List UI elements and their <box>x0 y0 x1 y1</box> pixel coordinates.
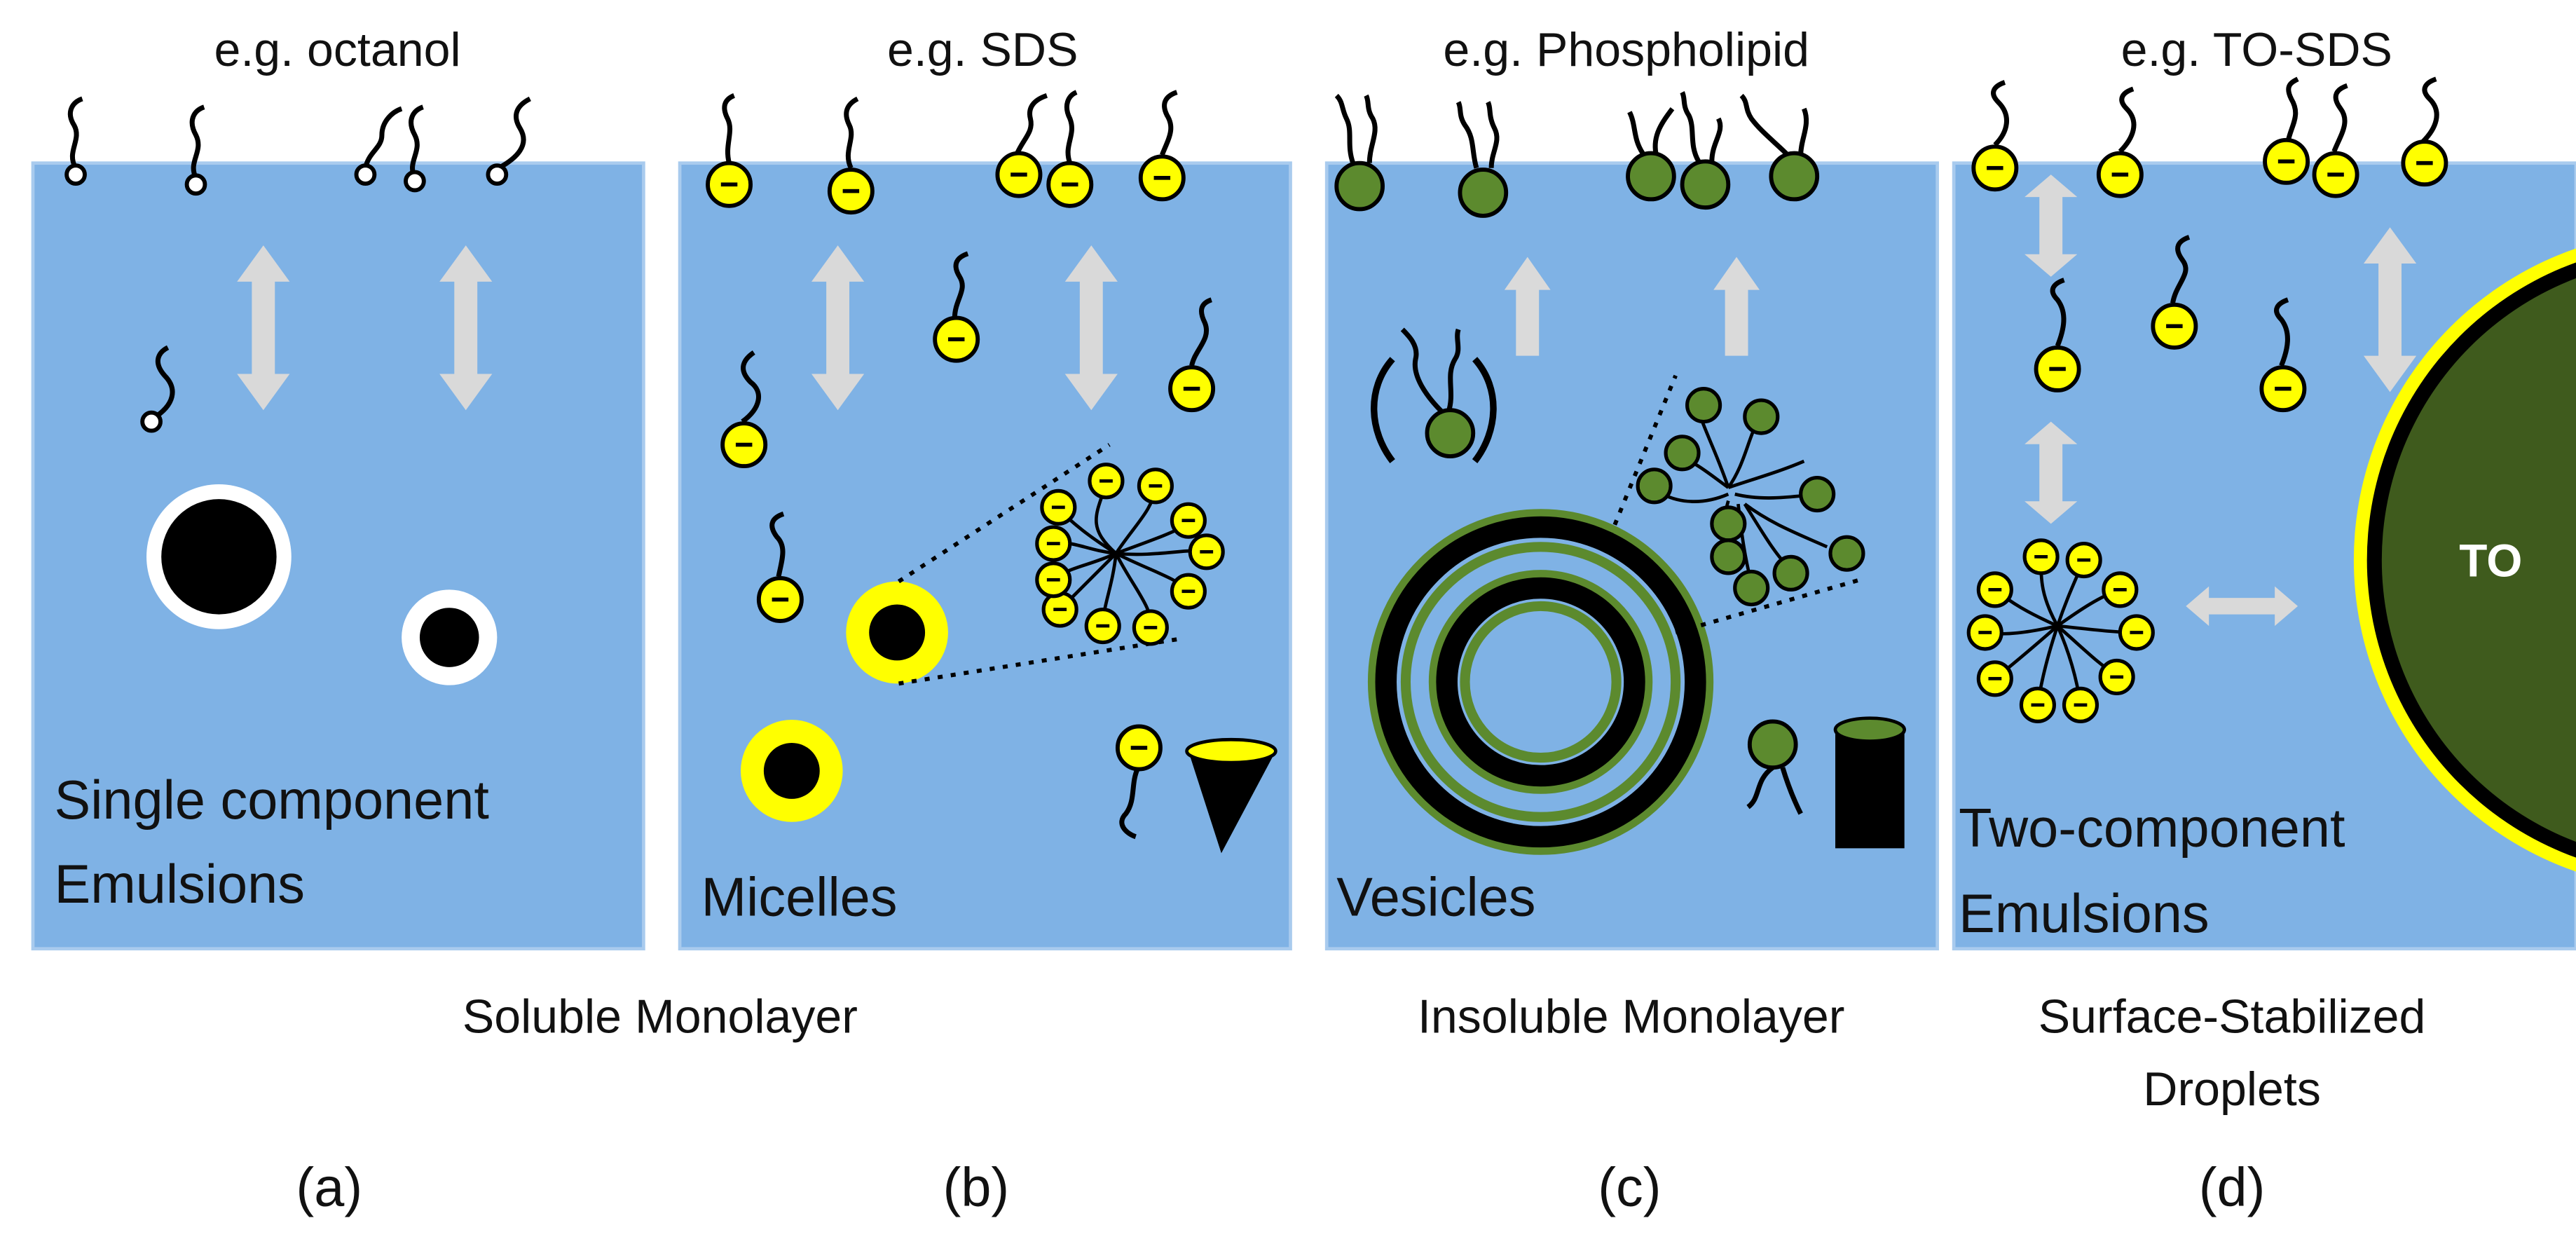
example-label-b: e.g. SDS <box>887 23 1078 76</box>
to-sds-tails <box>1991 76 2439 367</box>
micelle-zoom-b <box>1037 465 1223 644</box>
zoom-lines-c <box>1608 374 1861 635</box>
cylinder-shape <box>1833 716 1907 849</box>
octanol-surface-molecules <box>68 96 532 179</box>
panel-letter-a: (a) <box>296 1157 362 1217</box>
vesicle <box>1367 509 1714 855</box>
droplet-label: TO <box>2459 535 2522 587</box>
group-label-soluble: Soluble Monolayer <box>463 990 858 1044</box>
octanol-free-molecule <box>142 345 175 431</box>
sds-tails <box>722 90 1213 840</box>
group-label-insoluble: Insoluble Monolayer <box>1418 990 1845 1044</box>
panel-b-label: Micelles <box>701 868 898 928</box>
lipid-tails <box>1334 91 1809 815</box>
group-label-stabilized-line1: Surface-Stabilized <box>2039 990 2426 1044</box>
panel-c-label: Vesicles <box>1336 868 1535 928</box>
panel-a-label-line2: Emulsions <box>55 854 305 915</box>
group-label-stabilized-line2: Droplets <box>2143 1062 2321 1116</box>
panel-letter-d: (d) <box>2199 1157 2266 1217</box>
micelle-zoom-d <box>1968 540 2153 722</box>
panel-d-label-line1: Two-component <box>1959 798 2345 859</box>
to-droplet <box>2354 248 2576 872</box>
zoom-lines-b <box>897 443 1179 686</box>
panel-d-label-line2: Emulsions <box>1959 884 2209 944</box>
octanol-droplet-large <box>146 484 292 629</box>
micelle-small-2 <box>740 720 843 822</box>
cone-shape <box>1185 737 1277 854</box>
panel-letter-b: (b) <box>943 1157 1010 1217</box>
micelle-small-1 <box>846 581 948 684</box>
water-panel-a <box>31 161 645 951</box>
panel-letter-c: (c) <box>1598 1157 1661 1217</box>
example-label-c: e.g. Phospholipid <box>1443 23 1809 76</box>
octanol-droplet-small <box>402 589 498 685</box>
lipid-brackets <box>1371 357 1497 463</box>
example-label-d: e.g. TO-SDS <box>2121 23 2392 76</box>
bilayer-zoom-c <box>1638 389 1863 605</box>
example-label-a: e.g. octanol <box>214 23 460 76</box>
panel-a-label-line1: Single component <box>55 770 489 831</box>
